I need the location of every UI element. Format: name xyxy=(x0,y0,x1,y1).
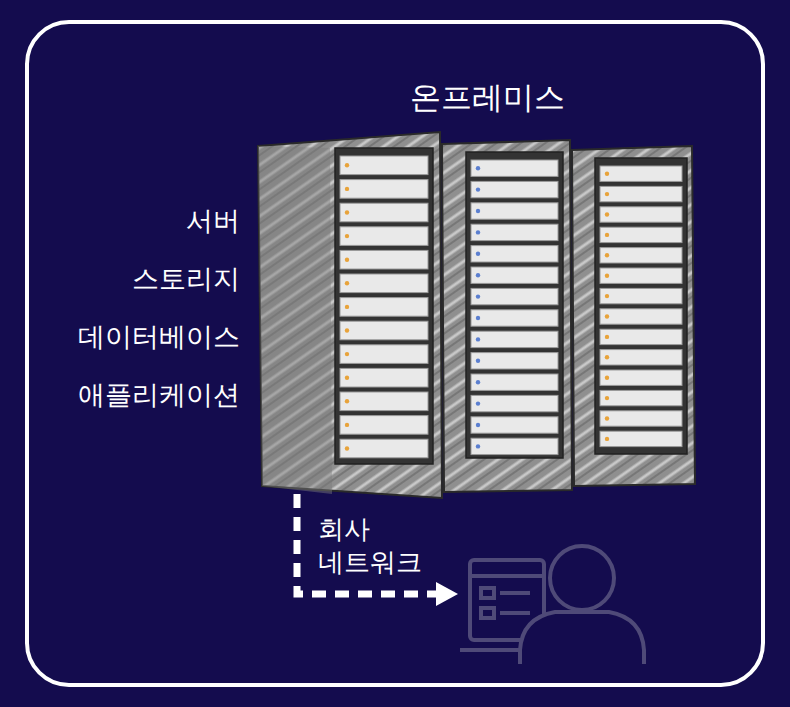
user-icon xyxy=(460,546,644,664)
rack-slot xyxy=(340,298,428,317)
rack-slot xyxy=(340,392,428,411)
rack-slot xyxy=(471,374,558,390)
rack-slot xyxy=(471,288,558,304)
rack-slot xyxy=(340,274,428,293)
status-light xyxy=(476,359,480,363)
status-light xyxy=(345,305,349,309)
status-light xyxy=(476,166,480,170)
status-light xyxy=(605,355,609,359)
rack-slot xyxy=(600,350,682,365)
rack-slot xyxy=(471,417,558,433)
rack-slot xyxy=(471,224,558,240)
status-light xyxy=(605,416,609,420)
rack-slot xyxy=(471,181,558,197)
rack-slot xyxy=(340,156,428,175)
status-light xyxy=(605,314,609,318)
status-light xyxy=(605,376,609,380)
rack-slot xyxy=(600,186,682,201)
rack-slot xyxy=(471,160,558,176)
network-connector xyxy=(297,494,458,606)
rack-slot xyxy=(471,438,558,454)
status-light xyxy=(345,163,349,167)
status-light xyxy=(476,316,480,320)
status-light xyxy=(605,172,609,176)
rack-slot xyxy=(340,345,428,364)
rack-slots xyxy=(340,156,682,458)
component-label: 애플리케이션 xyxy=(78,378,240,412)
title: 온프레미스 xyxy=(410,78,565,117)
status-light xyxy=(605,274,609,278)
rack-slot xyxy=(600,166,682,181)
network-label: 회사 네트워크 xyxy=(318,513,436,578)
rack-slot xyxy=(600,431,682,446)
status-light xyxy=(476,380,480,384)
status-light xyxy=(605,335,609,339)
rack-slot xyxy=(471,395,558,411)
rack-slot xyxy=(471,246,558,262)
rack-slot xyxy=(600,329,682,344)
rack-slot xyxy=(471,353,558,369)
status-light xyxy=(605,212,609,216)
rack-slot xyxy=(600,268,682,283)
rack-slot xyxy=(340,250,428,269)
rack-slot xyxy=(340,227,428,246)
rack-slot xyxy=(471,203,558,219)
rack-slot xyxy=(600,390,682,405)
rack-slot xyxy=(340,203,428,222)
rack-slot xyxy=(600,248,682,263)
status-light xyxy=(345,210,349,214)
rack-slot xyxy=(340,321,428,340)
rack-slot xyxy=(600,370,682,385)
status-light xyxy=(345,446,349,450)
server-rack xyxy=(572,146,695,486)
server-rack xyxy=(442,140,572,492)
rack-slot xyxy=(600,411,682,426)
component-label: 데이터베이스 xyxy=(78,320,240,354)
status-light xyxy=(476,252,480,256)
status-light xyxy=(476,401,480,405)
rack-slot xyxy=(600,227,682,242)
status-light xyxy=(345,281,349,285)
status-light xyxy=(345,187,349,191)
status-light xyxy=(345,328,349,332)
rack-slot xyxy=(600,309,682,324)
rack-slot xyxy=(471,310,558,326)
status-light xyxy=(605,233,609,237)
status-light xyxy=(476,444,480,448)
server-rack xyxy=(258,132,442,498)
status-light xyxy=(605,396,609,400)
rack-slot xyxy=(340,416,428,435)
rack-slot xyxy=(600,288,682,303)
status-light xyxy=(345,423,349,427)
status-light xyxy=(476,294,480,298)
status-light xyxy=(605,253,609,257)
rack-slot xyxy=(600,207,682,222)
rack-slot xyxy=(340,180,428,199)
status-light xyxy=(476,209,480,213)
server-racks xyxy=(258,132,695,498)
status-light xyxy=(605,294,609,298)
status-light xyxy=(476,187,480,191)
status-light xyxy=(476,423,480,427)
status-light xyxy=(345,376,349,380)
component-label: 스토리지 xyxy=(132,262,240,296)
status-light xyxy=(476,230,480,234)
frame-border xyxy=(27,22,763,685)
status-light xyxy=(345,352,349,356)
status-light xyxy=(345,258,349,262)
status-light xyxy=(476,273,480,277)
status-light xyxy=(345,399,349,403)
rack-slot xyxy=(471,267,558,283)
status-light xyxy=(345,234,349,238)
rack-slot xyxy=(471,331,558,347)
status-light xyxy=(605,437,609,441)
rack-slot xyxy=(340,439,428,458)
status-light xyxy=(476,337,480,341)
status-light xyxy=(605,192,609,196)
rack-slot xyxy=(340,368,428,387)
component-label: 서버 xyxy=(186,204,240,238)
